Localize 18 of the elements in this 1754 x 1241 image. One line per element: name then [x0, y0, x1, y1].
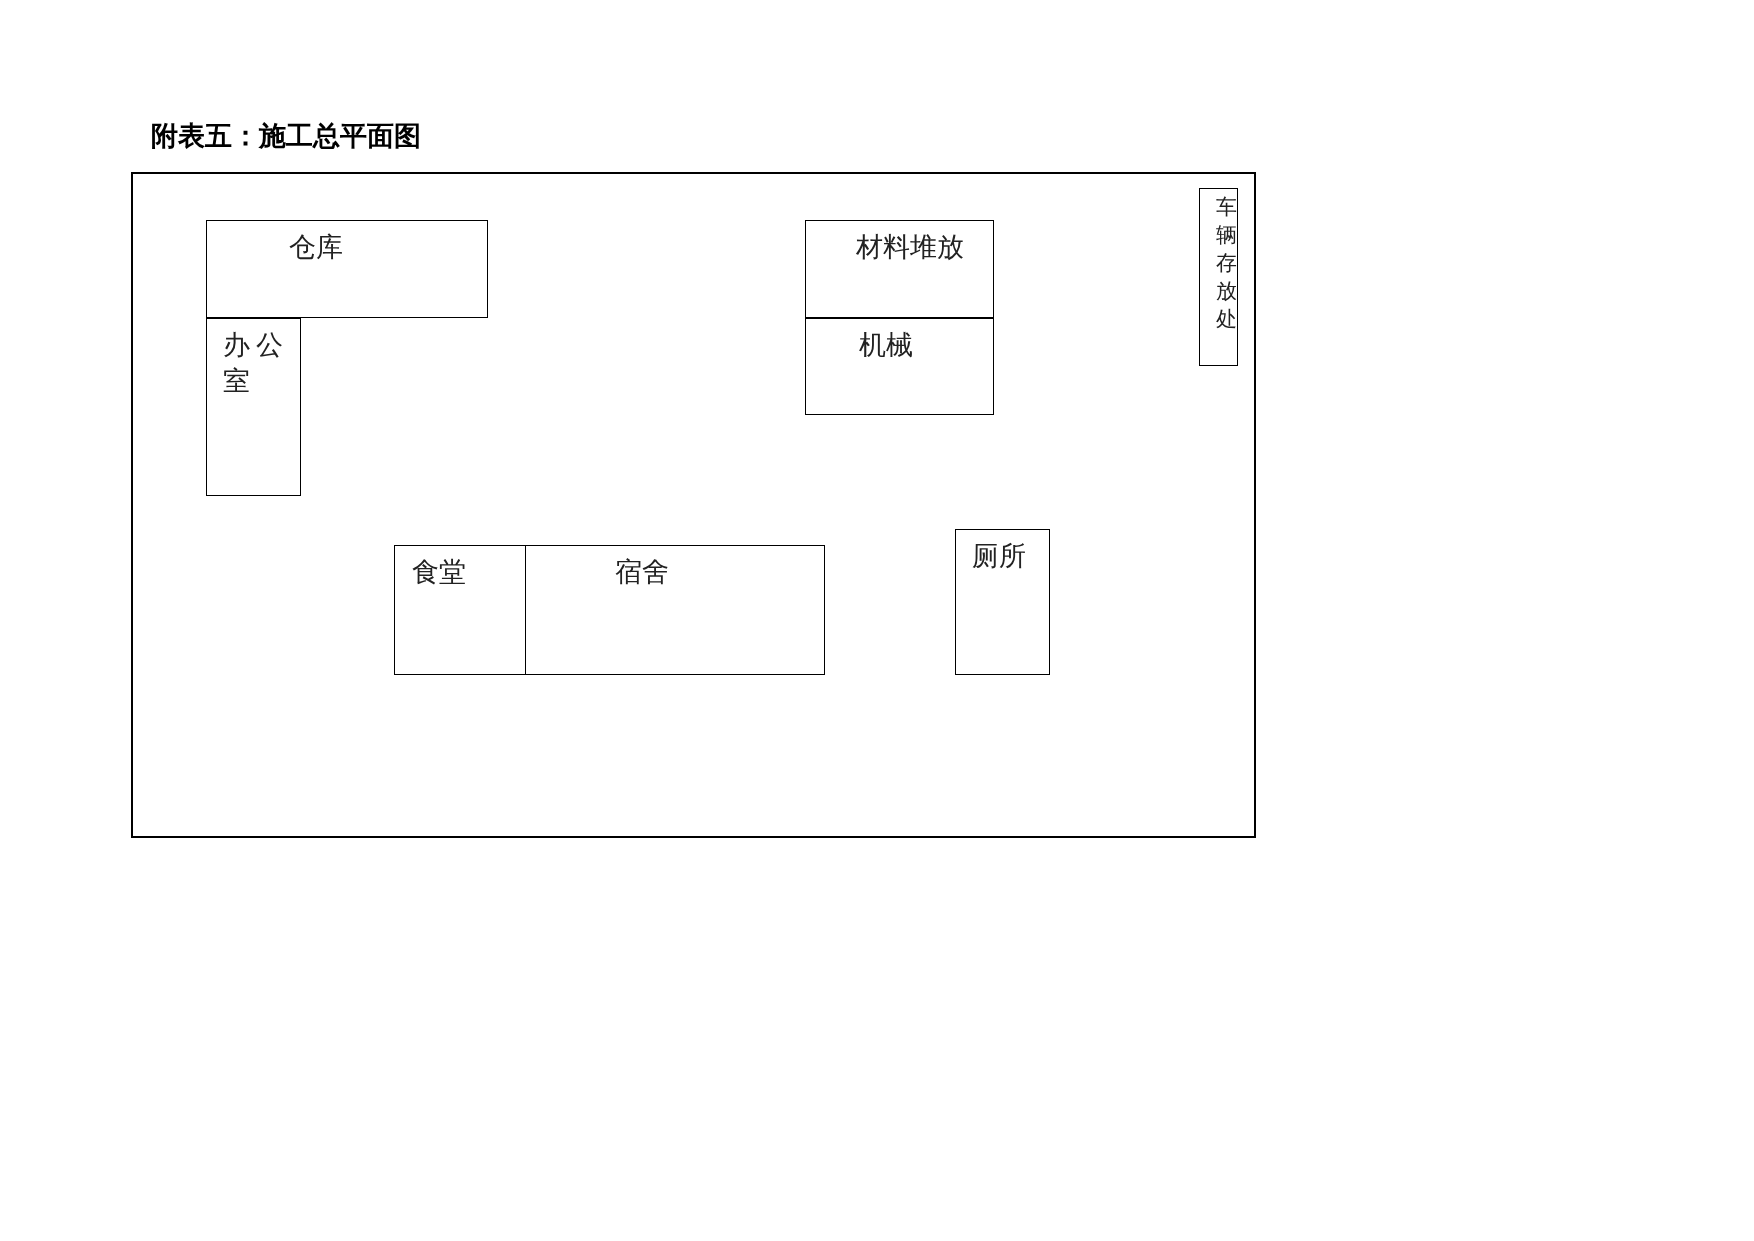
building-label: 食堂 [411, 555, 467, 589]
building-box [1198, 187, 1238, 366]
building-box [954, 528, 1050, 675]
building-label: 厕所 [971, 539, 1027, 573]
building-label: 机械 [858, 328, 914, 362]
building-label: 宿舍 [614, 555, 670, 589]
building-box [393, 544, 526, 675]
building-box [205, 317, 301, 496]
building-label: 仓库 [288, 230, 344, 264]
title: 附表五：施工总平面图 [151, 120, 421, 153]
building-box [804, 219, 994, 318]
building-box [804, 317, 994, 415]
building-box [524, 544, 825, 675]
building-label: 办公室 [222, 328, 290, 398]
building-label: 车辆存放处 [1215, 193, 1238, 333]
building-label: 材料堆放 [855, 230, 965, 264]
building-box [205, 219, 488, 318]
site-boundary [131, 172, 1256, 838]
